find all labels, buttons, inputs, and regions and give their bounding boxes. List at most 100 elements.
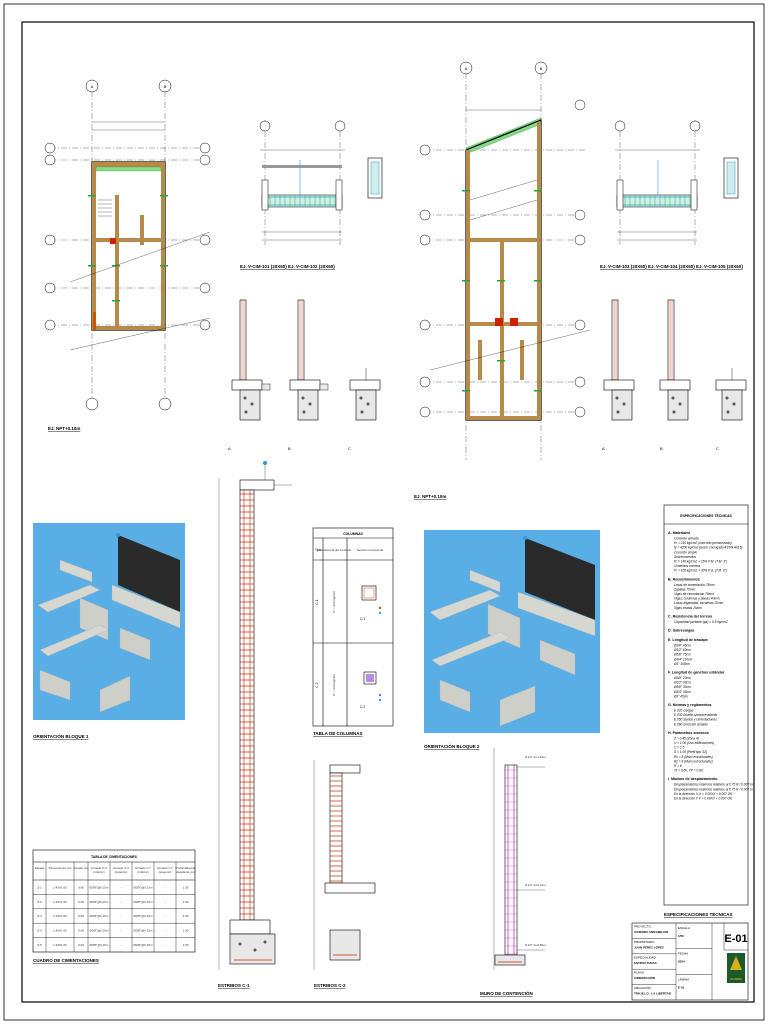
columns-header-sec: Sección transversal <box>357 548 384 552</box>
foundations-cell: - <box>121 914 122 918</box>
section-mark-c: C <box>716 446 719 451</box>
foundations-cell: Ø3/8"@0.15m <box>134 914 153 918</box>
spec-item: Losas aligeradas, escaleras 20mm <box>674 601 724 605</box>
foundations-header-cell: (inferior) <box>93 870 104 874</box>
spec-item: Ø1" 165cm <box>673 662 690 666</box>
title-meta-label: FECHA <box>678 952 688 956</box>
axis-label: A <box>465 66 468 71</box>
foundations-cell: 1.50 <box>183 943 189 947</box>
title-meta-value: E-01 <box>678 985 685 989</box>
foundations-header-cell: (superior) <box>115 870 128 874</box>
spec-item: Cimientos corridos <box>674 564 701 568</box>
title-meta-label: LÁMINA <box>678 977 689 981</box>
columns-header-type: Tipo <box>315 548 321 552</box>
foundations-cell: Ø3/8"@0.15m <box>134 885 153 889</box>
spec-item: Ø3/4" 110cm <box>673 657 693 661</box>
spec-item: Ø1" 45cm <box>673 694 688 698</box>
spec-item: E.020 Cargas <box>674 709 694 713</box>
title-field-value: TRUJILLO - LA LIBERTAD <box>634 992 672 996</box>
foundations-table-caption: CUADRO DE CIMENTACIONES <box>33 958 99 963</box>
foundations-cell: - <box>121 943 122 947</box>
foundations-cell: Ø3/8"@0.15m <box>90 929 109 933</box>
foundations-cell: - <box>165 943 166 947</box>
foundation-plan-right: A B <box>414 61 591 499</box>
spec-section-title: E. Longitud de traslape <box>668 638 708 642</box>
foundations-cell: 1.40X1.00 <box>53 914 67 918</box>
title-meta-value: 2024 <box>678 960 685 964</box>
foundations-table: TABLA DE CIMENTACIONES CUADRO DE CIMENTA… <box>32 849 196 963</box>
title-field-value: VIVIENDA UNIFAMILIAR <box>634 930 669 934</box>
spec-section-title: H. Parámetros sísmicos <box>668 731 709 735</box>
spec-item: Ts = 0.60, TP = 0.60 <box>674 769 703 773</box>
spec-section-title: F. Longitud de ganchos estándar <box>668 671 725 675</box>
spec-section-title: C. Resistencia del terreno <box>668 614 713 618</box>
foundations-cell: 0.60 <box>78 929 84 933</box>
foundations-cell: 0.60 <box>78 900 84 904</box>
spec-section-title: B. Recubrimientos <box>668 577 700 581</box>
spec-item: Capacidad portante (qa) = 0.8 kg/cm2 <box>674 620 728 624</box>
section-mark-c: C <box>348 446 351 451</box>
column-sections-right: A B C <box>602 299 747 451</box>
specs-title-below: ESPECIFICACIONES TÉCNICAS <box>664 910 733 917</box>
spec-item: f'c = 210 kg/cm2 (concreto premezclado) <box>674 541 732 545</box>
foundations-header-cell: Armado X-X <box>113 866 129 870</box>
muro-note-top: N.F.P. S+1.10m <box>525 755 546 759</box>
sheet-code: E-01 <box>724 933 747 945</box>
spec-item: Vigas, columnas y placas 40mm <box>674 597 720 601</box>
columns-row2-res: f'c = 210 kg/cm2 <box>332 674 336 696</box>
spec-item: Rx = 8 (Muro estructurales) <box>674 755 713 759</box>
spec-item: Desplazamientos máximos relativos al 0.7… <box>674 787 753 791</box>
spec-section-title: D. Sobrecargas <box>668 629 694 633</box>
foundations-cell: 1.40X1.00 <box>53 929 67 933</box>
foundations-cell: Z-2 <box>37 900 42 904</box>
spec-item: U = 1.00 (Uso edificaciones) <box>674 741 714 745</box>
foundations-cell: Z-5 <box>37 943 42 947</box>
foundations-header-cell: desplante (m) <box>176 870 194 874</box>
spec-item: Zapatas 75mm <box>673 587 696 591</box>
title-field-label: PROYECTO <box>634 925 651 929</box>
spec-item: Ø1/2" 30cm <box>673 681 691 685</box>
foundations-cell: Ø3/8"@0.15m <box>90 885 109 889</box>
columns-row2-type: C-2 <box>315 682 319 687</box>
spec-item: Concreto armado <box>674 537 699 541</box>
foundations-header-cell: Profundidad de <box>175 866 196 870</box>
section-right-label: EJ. V-CIM-103 (20X60) EJ. V-CIM-104 (20X… <box>600 264 743 269</box>
spec-item: Ø1/2" 60cm <box>673 648 691 652</box>
columns-table: COLUMNAS Tipo Resistencia del concreto S… <box>312 527 394 736</box>
plan-left-label: EJ. NPT+0.10m <box>48 426 80 431</box>
spec-item: C = 2.5 <box>674 746 685 750</box>
title-meta-label: ESCALA <box>678 926 690 930</box>
foundations-cell: Ø3/8"@0.15m <box>90 900 109 904</box>
spec-item: Vigas de cimentación 75mm <box>674 592 714 596</box>
columns-row2-code: C-2 <box>360 705 365 709</box>
spec-item: Ø5/8" 75cm <box>673 653 691 657</box>
axis-label: A <box>91 84 94 89</box>
foundations-cell: Z-4 <box>37 929 42 933</box>
specs-header: ESPECIFICACIONES TÉCNICAS <box>680 513 732 518</box>
columns-table-title: COLUMNAS <box>343 532 363 536</box>
foundations-cell: 0.60 <box>78 943 84 947</box>
retaining-wall-detail: N.F.P. S+1.10m N.F.P. S+0.10m N.F.P. S+0… <box>480 748 546 996</box>
title-field-label: UBICACIÓN <box>634 985 651 990</box>
foundations-cell: Ø3/8"@0.15m <box>134 929 153 933</box>
title-meta-value: 1/50 <box>678 934 684 938</box>
spec-item: Ry = 8 (Muro estructurales) <box>674 759 713 763</box>
beam-section-left: EJ. V-CIM-101 (20X60) EJ. V-CIM-102 (20X… <box>240 120 383 269</box>
section-mark-a: A <box>602 446 605 451</box>
foundations-cell: 1.50 <box>183 914 189 918</box>
foundations-cell: - <box>165 914 166 918</box>
columns-row1-type: C-1 <box>315 599 319 604</box>
sheet-border-inner <box>21 21 755 1003</box>
foundations-cell: Ø3/8"@0.15m <box>134 943 153 947</box>
foundations-table-title: TABLA DE CIMENTACIONES <box>91 855 138 859</box>
foundations-cell: 0.60 <box>78 885 84 889</box>
columns-table-caption: TABLA DE COLUMNAS <box>313 731 363 736</box>
spec-item: Z = 0.45 (Zona 4) <box>673 736 699 740</box>
foundations-cell: 1.50 <box>183 929 189 933</box>
spec-item: Ø3/4" 35cm <box>673 690 691 694</box>
spec-item: Concreto simple <box>674 550 697 554</box>
title-field-value: JUAN PÉREZ LÓPEZ <box>634 944 664 949</box>
foundations-header-cell: Peralte (m) <box>74 866 89 870</box>
